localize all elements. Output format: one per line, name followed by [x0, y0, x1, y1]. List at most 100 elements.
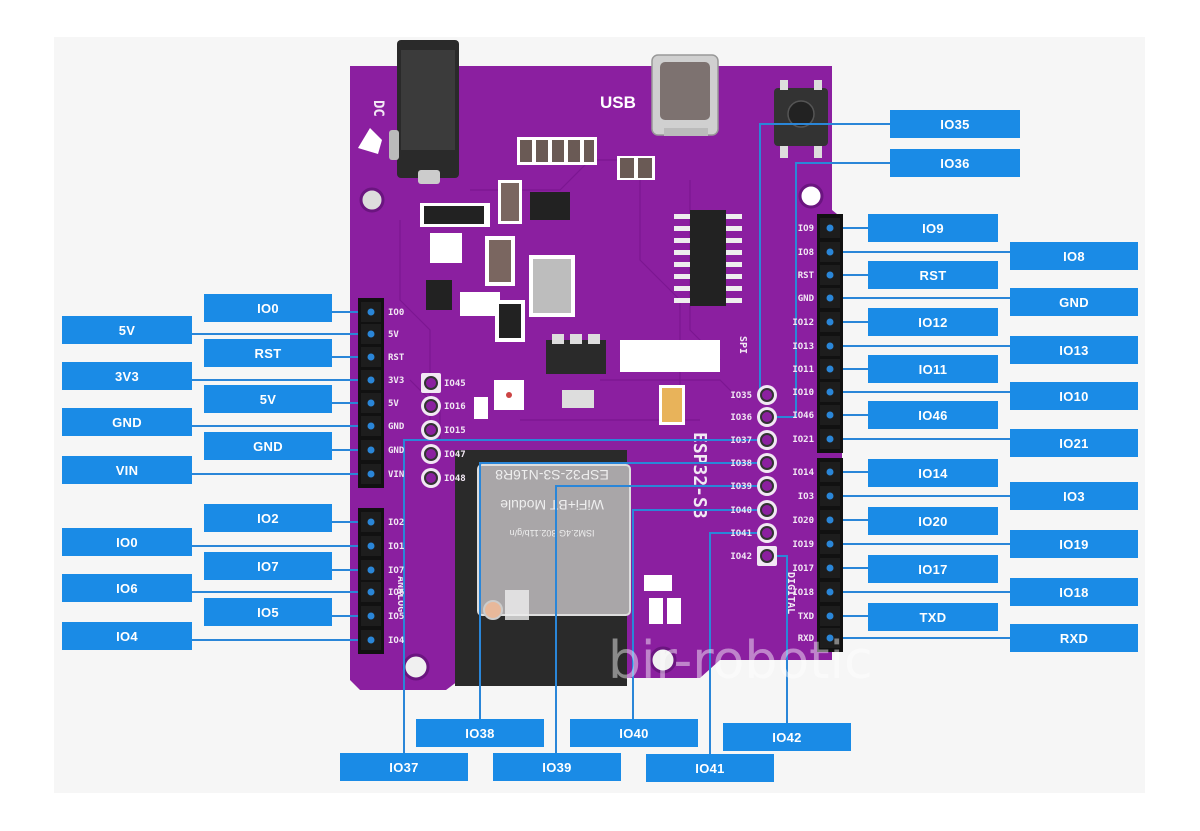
pin-silk: IO11 [792, 365, 814, 375]
pin-label-left-power: RST [204, 339, 332, 367]
pin-silk: IO39 [730, 482, 752, 492]
pin-label-right-bottom: IO14 [868, 459, 998, 487]
pin-label-left-analog: IO5 [204, 598, 332, 626]
pin-dot [826, 294, 834, 302]
pad-hole [760, 388, 774, 402]
pin-label-right-bottom: TXD [868, 603, 998, 631]
pin-silk: IO37 [730, 436, 752, 446]
pin-dot [367, 612, 375, 620]
pin-label-left-power: GND [204, 432, 332, 460]
pin-label-right-top: IO8 [1010, 242, 1138, 270]
usb-label: USB [600, 93, 636, 112]
pin-silk: RST [798, 271, 815, 281]
pin-label-right-top: IO10 [1010, 382, 1138, 410]
pin-dot [826, 435, 834, 443]
pad-hole [424, 471, 438, 485]
pad-hole [760, 549, 774, 563]
pin-silk: IO16 [444, 402, 466, 412]
analog-header [358, 508, 384, 654]
pin-silk: IO5 [388, 612, 404, 622]
dc-label: DC [370, 100, 386, 117]
pin-dot [367, 330, 375, 338]
pin-silk: IO8 [798, 248, 814, 258]
pad-hole [760, 503, 774, 517]
module-text: ISM2.4G 802.11b/g/n WiFi+BT Module ESP32… [495, 467, 609, 538]
pin-dot [826, 224, 834, 232]
svg-text:ESP32-S3-N16R8: ESP32-S3-N16R8 [495, 467, 609, 483]
pin-silk: IO15 [444, 426, 466, 436]
pin-silk: IO35 [730, 391, 752, 401]
pin-silk: 3V3 [388, 376, 404, 386]
pin-silk: GND [388, 446, 405, 456]
pin-silk: IO38 [730, 459, 752, 469]
pin-silk: IO9 [798, 224, 814, 234]
pin-label-bottom: IO42 [723, 723, 851, 751]
pin-silkscreen: IO05VRST3V35VGNDGNDVINIO2IO1IO7IO6IO5IO4… [388, 224, 815, 646]
pin-silk: RST [388, 353, 405, 363]
pin-label-right-bottom: IO18 [1010, 578, 1138, 606]
pad-hole [760, 456, 774, 470]
pin-label-left-analog: IO4 [62, 622, 192, 650]
pin-silk: IO18 [792, 588, 814, 598]
pin-silk: IO21 [792, 435, 814, 445]
pad-hole [424, 399, 438, 413]
pin-label-left-analog: IO6 [62, 574, 192, 602]
pad-hole [424, 376, 438, 390]
board-name-silk: ESP32-S3 [689, 432, 710, 519]
pin-dot [826, 468, 834, 476]
pin-label-left-power: 3V3 [62, 362, 192, 390]
pin-silk: IO47 [444, 450, 466, 460]
smd-components [420, 137, 720, 624]
connector-line [479, 462, 767, 719]
pin-dot [367, 376, 375, 384]
pin-silk: IO2 [388, 518, 404, 528]
pin-dot [826, 271, 834, 279]
pin-dot [826, 516, 834, 524]
pin-silk: IO7 [388, 566, 404, 576]
watermark: bir-robotic [608, 631, 873, 691]
dc-polarity-icon [358, 128, 382, 154]
pin-headers [358, 214, 843, 654]
pin-dot [826, 248, 834, 256]
pin-silk: IO46 [792, 411, 814, 421]
pin-silk: IO12 [792, 318, 814, 328]
pin-label-right-top: IO11 [868, 355, 998, 383]
pin-silk: VIN [388, 470, 404, 480]
pin-label-bottom: IO39 [493, 753, 621, 781]
svg-text:WiFi+BT Module: WiFi+BT Module [500, 497, 604, 513]
pin-dot [367, 518, 375, 526]
digital-silk: DIGITAL [785, 572, 796, 614]
pin-dot [367, 308, 375, 316]
pin-dot [826, 318, 834, 326]
dc-jack [389, 40, 459, 184]
pin-silk: RXD [798, 634, 815, 644]
pin-silk: IO0 [388, 308, 404, 318]
pin-label-right-bottom: IO17 [868, 555, 998, 583]
pin-dot [367, 422, 375, 430]
spi-silk: SPI [737, 336, 748, 354]
pin-label-right-top: IO21 [1010, 429, 1138, 457]
pin-silk: IO17 [792, 564, 814, 574]
pin-label-left-analog: IO2 [204, 504, 332, 532]
pin-dot [367, 399, 375, 407]
pin-silk: IO10 [792, 388, 814, 398]
pin-dot [367, 353, 375, 361]
analog-silk: ANALOG [395, 576, 406, 612]
pin-label-right-top: IO9 [868, 214, 998, 242]
pin-silk: IO13 [792, 342, 814, 352]
pad-hole [424, 447, 438, 461]
pin-dot [826, 540, 834, 548]
pin-silk: IO6 [388, 588, 404, 598]
pad-hole [424, 423, 438, 437]
pin-label-right-bottom: IO19 [1010, 530, 1138, 558]
pin-silk: 5V [388, 399, 399, 409]
pin-label-right-top: IO12 [868, 308, 998, 336]
pin-silk: IO36 [730, 413, 752, 423]
pin-silk: IO45 [444, 379, 466, 389]
pin-label-io35: IO35 [890, 110, 1020, 138]
esp32-s3-module [455, 450, 631, 686]
reset-button[interactable] [774, 80, 828, 158]
pin-label-right-bottom: IO3 [1010, 482, 1138, 510]
pin-silk: TXD [798, 612, 815, 622]
